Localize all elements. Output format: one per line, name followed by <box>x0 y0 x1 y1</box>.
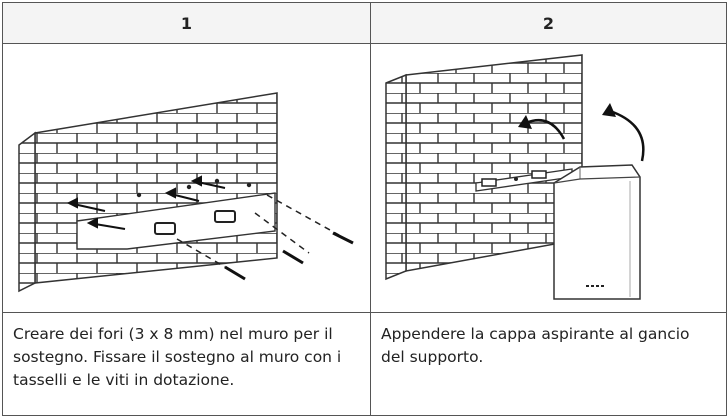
step-2-illustration-cell <box>370 43 727 313</box>
illustration-row <box>2 43 727 313</box>
wall-bracket-screws-icon <box>17 92 354 293</box>
step-2-number: 2 <box>370 2 727 44</box>
step-2-caption-cell: Appendere la cappa aspirante al gancio d… <box>370 312 727 416</box>
step-1-number: 1 <box>2 2 371 44</box>
step-1-caption: Creare dei fori (3 x 8 mm) nel muro per … <box>13 325 342 389</box>
hood-hanging-icon <box>384 54 644 300</box>
step-number-row: 1 2 <box>2 2 727 44</box>
step-1-illustration-cell <box>2 43 371 313</box>
step-1-caption-cell: Creare dei fori (3 x 8 mm) nel muro per … <box>2 312 371 416</box>
caption-row: Creare dei fori (3 x 8 mm) nel muro per … <box>2 312 727 416</box>
step-2-caption: Appendere la cappa aspirante al gancio d… <box>381 325 690 366</box>
